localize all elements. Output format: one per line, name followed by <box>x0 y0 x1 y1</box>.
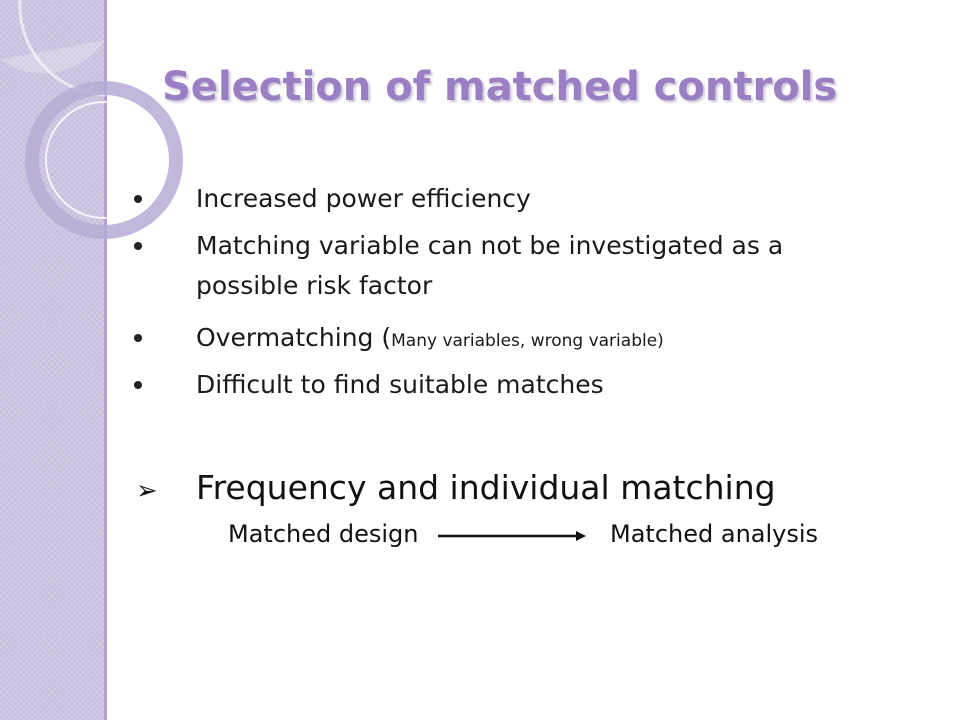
bullet-dot-icon <box>134 334 142 342</box>
bullet-dot-icon <box>134 381 142 389</box>
bullet-dot-icon <box>134 195 142 203</box>
flow-left-label: Matched design <box>228 520 419 548</box>
right-arrow-icon <box>438 531 586 541</box>
sidebar-edge <box>104 0 107 720</box>
bullet-text-line2: possible risk factor <box>196 271 433 300</box>
bullet-text: Difficult to find suitable matches <box>196 370 604 399</box>
bullet-text-line1: Matching variable can not be investigate… <box>196 231 784 260</box>
bullet-text: Overmatching (Many variables, wrong vari… <box>196 321 664 358</box>
bullet-small-text: Many variables, wrong variable) <box>391 331 664 351</box>
arrow-bullet-icon: ➢ <box>136 476 158 506</box>
highlight-part2: and individual matching <box>366 468 776 507</box>
bullet-dot-icon <box>134 242 142 250</box>
highlight-part1: Frequency <box>196 468 367 507</box>
decorative-circles <box>0 0 183 239</box>
flow-right-label: Matched analysis <box>610 520 819 548</box>
highlight-text: Frequency and individual matching <box>196 468 776 507</box>
bullet-main-text: Overmatching ( <box>196 323 392 352</box>
bullet-text: Increased power efficiency <box>196 184 531 213</box>
slide-title: Selection of matched controls <box>162 64 838 110</box>
